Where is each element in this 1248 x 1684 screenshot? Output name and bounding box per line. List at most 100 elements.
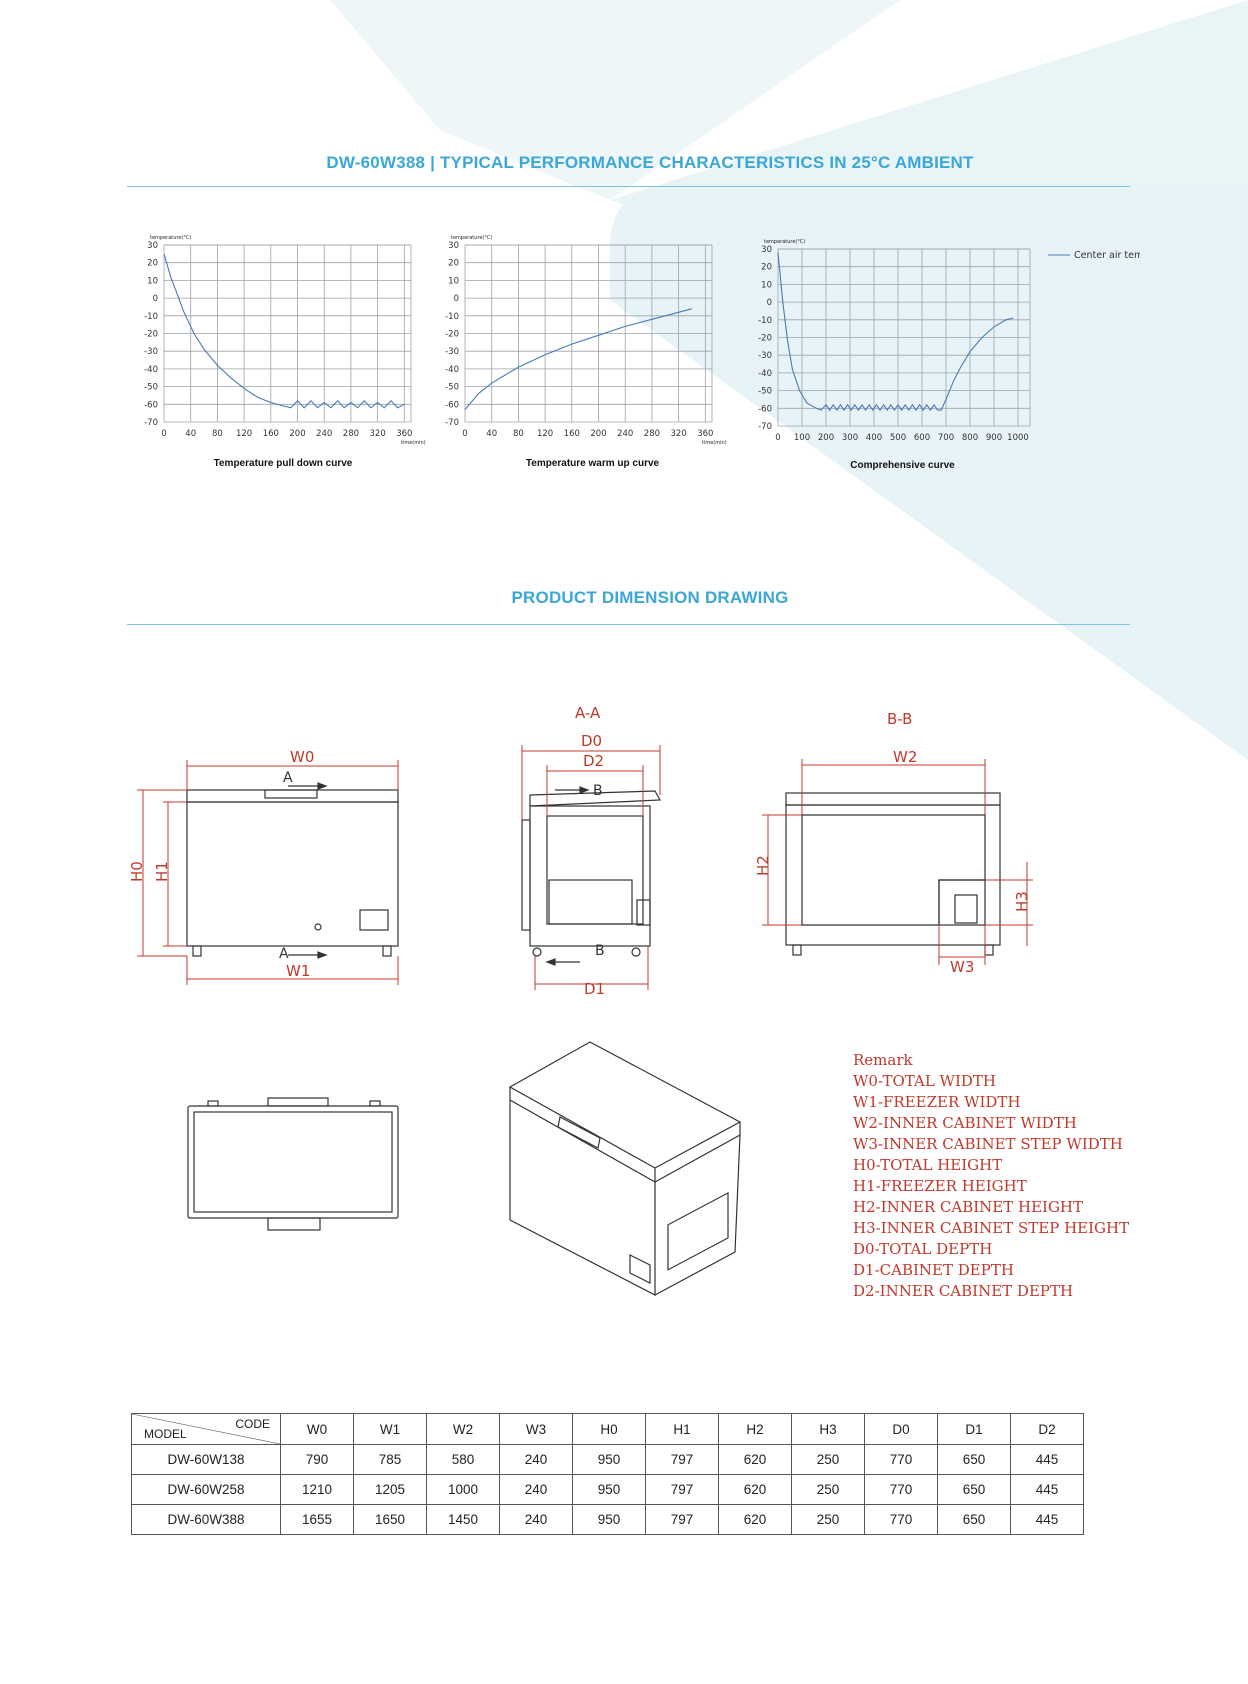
- series-line: [464, 308, 693, 410]
- aa-title: A-A: [575, 704, 601, 722]
- series-line: [163, 253, 405, 409]
- table-cell: 1000: [426, 1474, 500, 1505]
- y-axis-label: temperature(°C): [150, 235, 191, 241]
- table-cell: 650: [937, 1444, 1011, 1475]
- remark-item: W0-TOTAL WIDTH: [853, 1072, 996, 1090]
- remark-item: H1-FREEZER HEIGHT: [853, 1177, 1027, 1195]
- x-tick-label: 0: [161, 429, 166, 439]
- x-tick-label: 240: [316, 429, 332, 439]
- y-tick-label: -40: [445, 365, 459, 375]
- table-cell: 1450: [426, 1504, 500, 1535]
- table-cell: 250: [791, 1474, 865, 1505]
- front-view-drawing: W0 W1 H0 H1 A A: [128, 748, 399, 985]
- table-cell: 650: [937, 1474, 1011, 1505]
- x-tick-label: 700: [938, 433, 954, 443]
- remark-item: W1-FREEZER WIDTH: [853, 1093, 1021, 1111]
- x-tick-label: 280: [343, 429, 359, 439]
- remark-item: W2-INNER CABINET WIDTH: [853, 1114, 1077, 1132]
- bb-title: B-B: [887, 710, 912, 728]
- column-header: D2: [1010, 1413, 1084, 1445]
- pull-down-caption: Temperature pull down curve: [213, 458, 353, 469]
- y-tick-label: -20: [758, 334, 772, 344]
- y-tick-label: -50: [445, 383, 459, 393]
- y-axis-label: temperature(°C): [764, 239, 805, 245]
- dimension-title: PRODUCT DIMENSION DRAWING: [511, 588, 789, 607]
- x-tick-label: 40: [486, 429, 497, 439]
- d2-label: D2: [583, 752, 604, 770]
- x-tick-label: 900: [986, 433, 1002, 443]
- table-cell: 620: [718, 1504, 792, 1535]
- section-aa-drawing: A-A D0 D2 D1 B B: [521, 704, 661, 998]
- x-tick-label: 200: [818, 433, 834, 443]
- y-tick-label: -70: [445, 418, 459, 428]
- remark-title: Remark: [853, 1051, 913, 1069]
- table-cell: 770: [864, 1504, 938, 1535]
- table-cell: 580: [426, 1444, 500, 1475]
- table-cell: 950: [572, 1444, 646, 1475]
- y-tick-label: -70: [758, 422, 772, 432]
- h1-label: H1: [153, 861, 171, 882]
- corner-diagonal: [132, 1414, 280, 1444]
- remark-item: W3-INNER CABINET STEP WIDTH: [853, 1135, 1123, 1153]
- x-tick-label: 40: [185, 429, 196, 439]
- a-label-top: A: [283, 770, 293, 786]
- table-cell: 950: [572, 1504, 646, 1535]
- remark-item: D2-INNER CABINET DEPTH: [853, 1282, 1074, 1300]
- a-label-bottom: A: [279, 946, 289, 962]
- remark-item: H2-INNER CABINET HEIGHT: [853, 1198, 1084, 1216]
- model-label: MODEL: [144, 1427, 187, 1441]
- performance-title: DW-60W388 | TYPICAL PERFORMANCE CHARACTE…: [326, 153, 974, 172]
- column-header: H3: [791, 1413, 865, 1445]
- x-tick-label: 400: [866, 433, 882, 443]
- table-cell: 240: [499, 1474, 573, 1505]
- x-tick-label: 0: [462, 429, 467, 439]
- h3-label: H3: [1013, 891, 1031, 912]
- column-header: W3: [499, 1413, 573, 1445]
- x-tick-label: 120: [537, 429, 553, 439]
- y-tick-label: 10: [147, 276, 158, 286]
- table-cell: 950: [572, 1474, 646, 1505]
- x-tick-label: 500: [890, 433, 906, 443]
- legend-label: Center air temp.: [1074, 250, 1140, 261]
- remark-item: H3-INNER CABINET STEP HEIGHT: [853, 1219, 1130, 1237]
- w2-label: W2: [893, 748, 917, 766]
- table-cell: 797: [645, 1504, 719, 1535]
- table-row: DW-60W258 1210 1205 1000 240 950 797 620…: [131, 1474, 1084, 1505]
- table-cell: 445: [1010, 1444, 1084, 1475]
- section-bb-drawing: B-B W2 W3 H2 H3: [754, 710, 1033, 976]
- table-header-row: CODE MODEL W0 W1 W2 W3 H0 H1 H2 H3 D0 D1…: [131, 1413, 1084, 1445]
- table-cell: 1650: [353, 1504, 427, 1535]
- w0-label: W0: [290, 748, 314, 766]
- x-tick-label: 240: [617, 429, 633, 439]
- table-cell: 770: [864, 1474, 938, 1505]
- divider: [127, 624, 1130, 625]
- y-tick-label: 10: [448, 276, 459, 286]
- x-tick-label: 0: [775, 433, 780, 443]
- table-corner-cell: CODE MODEL: [131, 1413, 281, 1445]
- y-tick-label: -60: [445, 400, 459, 410]
- y-tick-label: -70: [144, 418, 158, 428]
- h0-label: H0: [128, 861, 146, 882]
- y-tick-label: -10: [144, 312, 158, 322]
- x-tick-label: 100: [794, 433, 810, 443]
- y-tick-label: 20: [761, 263, 772, 273]
- x-tick-label: 280: [644, 429, 660, 439]
- table-cell: 1205: [353, 1474, 427, 1505]
- y-tick-label: -30: [445, 347, 459, 357]
- remark-list: Remark W0-TOTAL WIDTH W1-FREEZER WIDTH W…: [853, 1050, 1129, 1302]
- series-line: [777, 252, 1014, 412]
- table-cell: 1210: [280, 1474, 354, 1505]
- table-row: DW-60W388 1655 1650 1450 240 950 797 620…: [131, 1504, 1084, 1535]
- y-tick-label: -10: [758, 316, 772, 326]
- comprehensive-caption: Comprehensive curve: [850, 460, 955, 471]
- column-header: H2: [718, 1413, 792, 1445]
- y-tick-label: 30: [761, 245, 772, 255]
- x-tick-label: 200: [590, 429, 606, 439]
- b-label-top: B: [593, 783, 603, 799]
- x-axis-label: time(min): [702, 440, 727, 446]
- column-header: H1: [645, 1413, 719, 1445]
- divider: [127, 186, 1130, 187]
- x-tick-label: 800: [962, 433, 978, 443]
- y-tick-label: -30: [758, 351, 772, 361]
